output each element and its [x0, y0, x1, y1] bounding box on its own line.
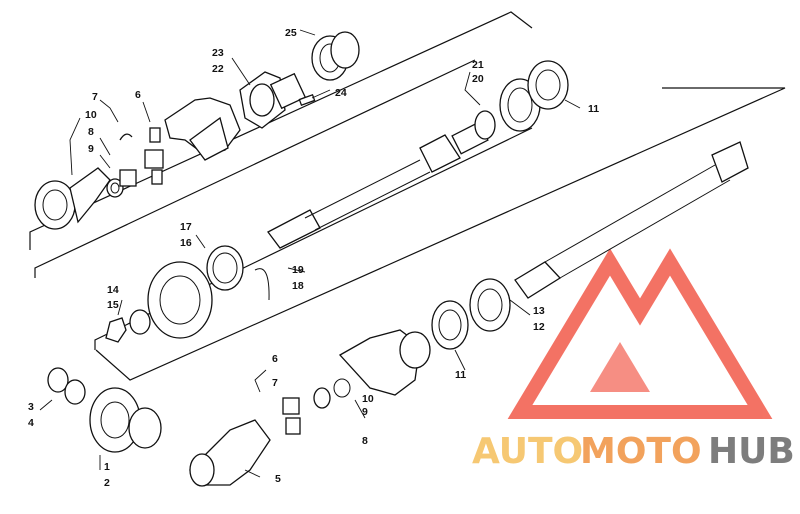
callout-22: 22 [212, 63, 224, 75]
callout-13: 13 [533, 305, 545, 317]
lower-yoke-assembly [189, 329, 431, 487]
callout-11-lower: 11 [455, 369, 466, 381]
callout-5: 5 [275, 473, 281, 485]
callout-11-upper: 11 [588, 103, 599, 115]
callout-15: 15 [107, 299, 119, 311]
callout-2: 2 [104, 477, 110, 489]
callout-9-lower: 9 [362, 406, 368, 418]
callout-16: 16 [180, 237, 192, 249]
watermark-auto: AUTO [472, 431, 583, 472]
callout-18: 18 [292, 280, 304, 292]
middle-gear-assembly [105, 245, 270, 343]
upper-yoke-assembly [34, 31, 360, 230]
callout-6-upper: 6 [135, 89, 141, 101]
callout-3: 3 [28, 401, 34, 413]
callout-12: 12 [533, 321, 545, 333]
leader-lines [39, 29, 581, 478]
callout-20: 20 [472, 73, 484, 85]
callout-9-upper: 9 [88, 143, 94, 155]
callout-25: 25 [285, 27, 297, 39]
watermark-text: AUTO MOTO HUB [472, 431, 795, 472]
lower-gear-assembly [47, 367, 162, 453]
callout-4: 4 [28, 417, 34, 429]
callout-23: 23 [212, 47, 224, 59]
watermark-moto: MOTO [580, 431, 702, 472]
watermark-hub: HUB [708, 431, 795, 472]
callout-labels: 25 23 22 24 21 20 11 7 6 10 8 9 17 16 19… [28, 27, 599, 489]
callout-19: 19 [292, 264, 304, 276]
callout-6-lower: 6 [272, 353, 278, 365]
callout-17: 17 [180, 221, 192, 233]
callout-8-upper: 8 [88, 126, 94, 138]
lower-shaft-assembly [431, 141, 749, 350]
callout-10-lower: 10 [362, 393, 374, 405]
callout-7-upper: 7 [92, 91, 98, 103]
upper-shaft-assembly [267, 60, 569, 249]
callout-8-lower: 8 [362, 435, 368, 447]
callout-10-upper: 10 [85, 109, 97, 121]
callout-1: 1 [104, 461, 110, 473]
callout-7-lower: 7 [272, 377, 278, 389]
callout-24: 24 [335, 87, 347, 99]
callout-21: 21 [472, 59, 484, 71]
callout-14: 14 [107, 284, 119, 296]
watermark-logo [507, 248, 773, 419]
